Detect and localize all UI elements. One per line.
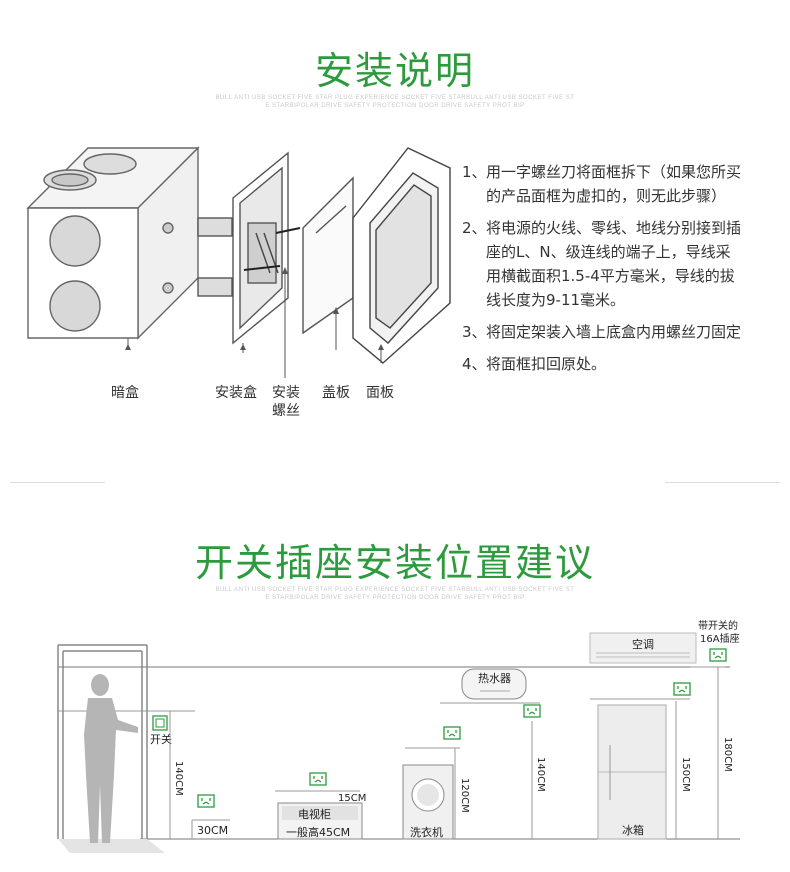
label-cover-plate: 盖板 bbox=[322, 385, 350, 401]
subtitle2-line-2: E STARBIPOLAR DRIVE SAFETY PROTECTION DO… bbox=[265, 595, 525, 601]
placement-subtitle: BULL ANTI USB SOCKET FIVE STAR PLUG EXPE… bbox=[0, 586, 790, 602]
person-silhouette bbox=[84, 674, 138, 843]
label-screw-1: 安装 bbox=[272, 385, 300, 401]
screw-drawing bbox=[243, 227, 301, 271]
h150-label: 150CM bbox=[680, 757, 691, 792]
exploded-socket-diagram bbox=[26, 146, 451, 378]
socket-ac-icon bbox=[709, 648, 727, 662]
subtitle2-line-1: BULL ANTI USB SOCKET FIVE STAR PLUG EXPE… bbox=[215, 587, 575, 593]
air-conditioner-drawing bbox=[589, 632, 697, 664]
h30-label: 30CM bbox=[197, 824, 228, 837]
install-title: 安装说明 bbox=[314, 49, 475, 93]
label-mounting-box: 安装盒 bbox=[215, 385, 257, 401]
mounting-box-drawing bbox=[197, 151, 289, 345]
socket-washer-icon bbox=[443, 726, 461, 740]
tv-height-label: 一般高45CM bbox=[286, 825, 350, 839]
h140-label: 140CM bbox=[535, 757, 546, 792]
fridge-label: 冰箱 bbox=[622, 823, 644, 837]
subtitle-line-1: BULL ANTI USB SOCKET FIVE STAR PLUG EXPE… bbox=[215, 95, 575, 101]
subtitle-line-2: E STARBIPOLAR DRIVE SAFETY PROTECTION DO… bbox=[265, 103, 525, 109]
tv-cabinet-label: 电视柜 bbox=[298, 807, 331, 821]
switch-label: 开关 bbox=[150, 732, 172, 746]
socket-30cm-icon bbox=[197, 794, 215, 808]
h180-label: 180CM bbox=[722, 737, 733, 772]
door-frame-drawing bbox=[57, 644, 148, 839]
divider-left bbox=[10, 482, 105, 483]
face-frame-drawing bbox=[352, 147, 451, 364]
switch-icon bbox=[152, 715, 168, 731]
back-box-drawing bbox=[26, 146, 200, 340]
socket-water-heater-icon bbox=[523, 704, 541, 718]
placement-title: 开关插座安装位置建议 bbox=[194, 541, 595, 585]
placement-diagram: 开关 140CM 30CM 15CM 电视柜 一般高45CM 120CM 洗衣机… bbox=[57, 619, 740, 853]
label-back-box: 暗盒 bbox=[111, 385, 139, 401]
h140-door-label: 140CM bbox=[173, 761, 184, 796]
step-3: 3、将固定架装入墙上底盒内用螺丝刀固定 bbox=[462, 323, 742, 341]
socket-fridge-icon bbox=[673, 682, 691, 696]
step-2: 2、将电源的火线、零线、地线分别接到插 座的L、N、级连线的端子上，导线采 用横… bbox=[462, 219, 742, 309]
ac-socket-label-1: 带开关的 bbox=[698, 619, 738, 632]
install-subtitle: BULL ANTI USB SOCKET FIVE STAR PLUG EXPE… bbox=[0, 94, 790, 110]
label-face-plate: 面板 bbox=[366, 385, 394, 401]
h120-label: 120CM bbox=[459, 778, 470, 813]
socket-tv-icon bbox=[309, 772, 327, 786]
ac-socket-label-2: 16A插座 bbox=[700, 632, 740, 645]
water-heater-label: 热水器 bbox=[478, 672, 511, 685]
step-4: 4、将面框扣回原处。 bbox=[462, 355, 607, 373]
divider-right bbox=[665, 482, 780, 483]
floor-shadow bbox=[58, 839, 165, 853]
label-screw-2: 螺丝 bbox=[272, 403, 300, 419]
step-1: 1、用一字螺丝刀将面框拆下（如果您所买 的产品面框为虚扣的，则无此步骤） bbox=[462, 163, 742, 205]
ac-label: 空调 bbox=[632, 637, 654, 651]
cover-plate-drawing bbox=[302, 176, 354, 335]
washer-label: 洗衣机 bbox=[410, 825, 443, 839]
h15-label: 15CM bbox=[338, 793, 366, 804]
install-steps: 1、用一字螺丝刀将面框拆下（如果您所买 的产品面框为虚扣的，则无此步骤） 2、将… bbox=[462, 160, 772, 384]
